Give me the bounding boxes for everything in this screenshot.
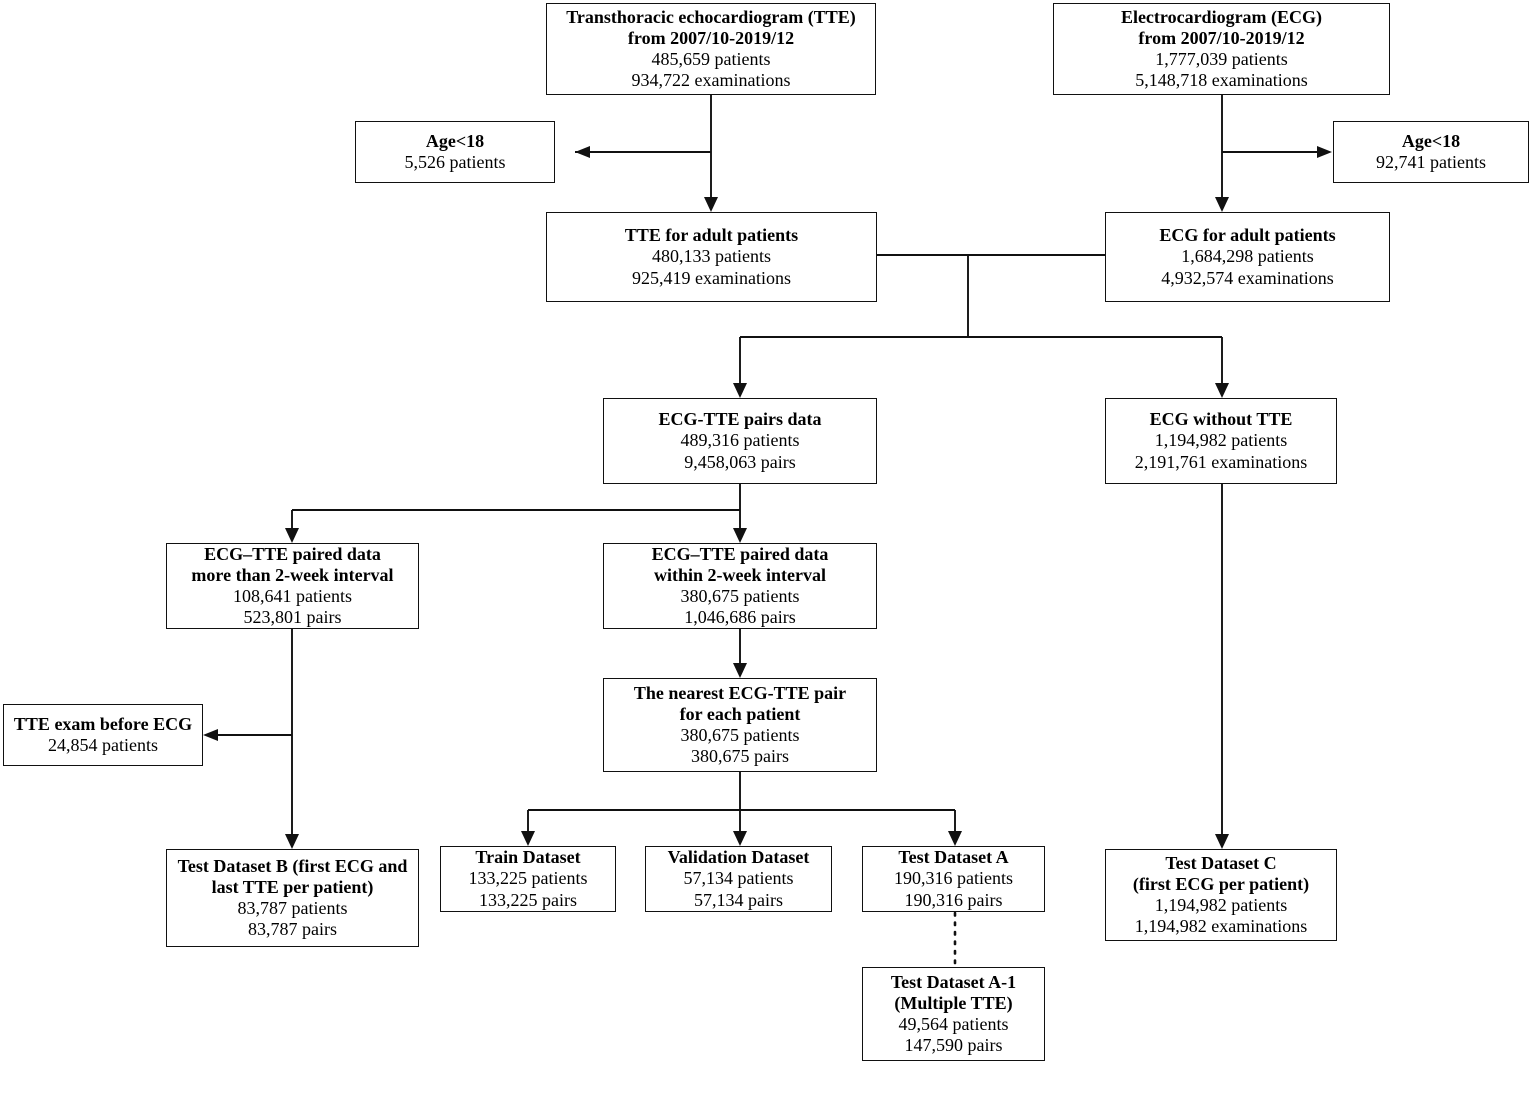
node-ecg-age-excluded[interactable]: Age<18 92,741 patients [1333,121,1529,183]
nearest-pair-title2: for each patient [679,703,801,724]
node-ecg-source[interactable]: Electrocardiogram (ECG) from 2007/10-201… [1053,3,1390,95]
arrowhead-paired-more-2w [285,528,299,543]
ecg-adult-line1: 1,684,298 patients [1181,246,1314,267]
tte-source-line2: 934,722 examinations [631,70,791,91]
arrowhead-pairs-data [733,383,747,398]
arrowhead-train [521,831,535,846]
test-a1-title1: Test Dataset A-1 [890,971,1017,992]
node-test-dataset-b[interactable]: Test Dataset B (first ECG and last TTE p… [166,849,419,947]
node-ecg-without-tte[interactable]: ECG without TTE 1,194,982 patients 2,191… [1105,398,1337,484]
node-tte-adult[interactable]: TTE for adult patients 480,133 patients … [546,212,877,302]
validation-title: Validation Dataset [667,847,810,868]
ecg-source-line1: 1,777,039 patients [1155,49,1288,69]
arrowhead-validation [733,831,747,846]
nearest-pair-line2: 380,675 pairs [691,746,789,767]
test-a1-line2: 147,590 pairs [904,1035,1003,1056]
node-test-dataset-a1[interactable]: Test Dataset A-1 (Multiple TTE) 49,564 p… [862,967,1045,1061]
tte-source-line1: 485,659 patients [651,49,771,69]
pairs-data-line1: 489,316 patients [680,430,800,451]
paired-within-2w-title2: within 2-week interval [654,564,826,585]
tte-adult-line2: 925,419 examinations [632,267,791,288]
node-paired-within-2w[interactable]: ECG–TTE paired data within 2-week interv… [603,543,877,629]
test-a1-line1: 49,564 patients [898,1014,1009,1034]
tte-adult-line1: 480,133 patients [652,246,771,267]
test-c-title1: Test Dataset C [1165,852,1277,873]
test-c-title2: (first ECG per patient) [1132,873,1310,894]
test-c-line2: 1,194,982 examinations [1134,916,1308,937]
arrowhead-ecg-age [1317,146,1332,158]
arrowhead-ecg-adult [1215,197,1229,212]
train-line2: 133,225 pairs [479,889,577,910]
arrowhead-test-c [1215,834,1229,849]
paired-more-2w-title1: ECG–TTE paired data [204,543,381,564]
node-nearest-pair[interactable]: The nearest ECG-TTE pair for each patien… [603,678,877,772]
arrowhead-nearest-pair [733,663,747,678]
train-line1: 133,225 patients [468,868,588,889]
node-tte-source[interactable]: Transthoracic echocardiogram (TTE) from … [546,3,876,95]
node-test-dataset-c[interactable]: Test Dataset C (first ECG per patient) 1… [1105,849,1337,941]
arrowhead-test-a [948,831,962,846]
node-tte-age-excluded[interactable]: Age<18 5,526 patients [355,121,555,183]
paired-more-2w-line2: 523,801 pairs [243,607,342,628]
arrowhead-paired-within-2w [733,528,747,543]
node-pairs-data[interactable]: ECG-TTE pairs data 489,316 patients 9,45… [603,398,877,484]
ecg-without-tte-line2: 2,191,761 examinations [1134,451,1308,472]
ecg-source-title2: from 2007/10-2019/12 [1138,27,1305,48]
paired-within-2w-title1: ECG–TTE paired data [651,543,829,564]
test-b-line2: 83,787 pairs [248,919,337,940]
pairs-data-line2: 9,458,063 pairs [684,451,796,472]
validation-line1: 57,134 patients [683,868,794,889]
paired-within-2w-line2: 1,046,686 pairs [684,607,796,628]
node-tte-before-ecg[interactable]: TTE exam before ECG 24,854 patients [3,704,203,766]
paired-more-2w-title2: more than 2-week interval [191,564,394,585]
ecg-adult-title: ECG for adult patients [1159,225,1336,246]
node-validation-dataset[interactable]: Validation Dataset 57,134 patients 57,13… [645,846,832,912]
tte-age-excluded-line1: 5,526 patients [404,152,506,172]
tte-before-ecg-title: TTE exam before ECG [13,713,193,734]
arrowhead-tte-age [575,146,590,158]
tte-source-title1: Transthoracic echocardiogram (TTE) [566,6,856,27]
test-a-title: Test Dataset A [898,847,1009,868]
tte-adult-title: TTE for adult patients [624,225,799,246]
train-title: Train Dataset [475,847,581,868]
test-a-line2: 190,316 pairs [904,889,1003,910]
pairs-data-title: ECG-TTE pairs data [658,409,822,430]
ecg-without-tte-line1: 1,194,982 patients [1154,430,1288,451]
ecg-age-excluded-line1: 92,741 patients [1376,152,1486,172]
arrowhead-tte-before-ecg [203,729,218,741]
node-paired-more-2w[interactable]: ECG–TTE paired data more than 2-week int… [166,543,419,629]
test-b-title1: Test Dataset B (first ECG and [177,855,408,876]
paired-within-2w-line1: 380,675 patients [680,586,800,606]
test-b-line1: 83,787 patients [237,898,348,918]
ecg-source-line2: 5,148,718 examinations [1135,70,1308,91]
ecg-age-excluded-title: Age<18 [1401,130,1461,151]
test-a1-title2: (Multiple TTE) [894,992,1013,1013]
node-test-dataset-a[interactable]: Test Dataset A 190,316 patients 190,316 … [862,846,1045,912]
ecg-adult-line2: 4,932,574 examinations [1161,267,1334,288]
paired-more-2w-line1: 108,641 patients [233,586,352,606]
tte-before-ecg-line1: 24,854 patients [48,735,158,755]
nearest-pair-title1: The nearest ECG-TTE pair [633,682,847,703]
tte-age-excluded-title: Age<18 [425,130,485,151]
test-b-title2: last TTE per patient) [211,876,374,897]
test-c-line1: 1,194,982 patients [1154,895,1288,915]
ecg-source-title1: Electrocardiogram (ECG) [1120,6,1323,27]
nearest-pair-line1: 380,675 patients [680,725,800,745]
arrowhead-tte-adult [704,197,718,212]
tte-source-title2: from 2007/10-2019/12 [627,27,795,48]
node-train-dataset[interactable]: Train Dataset 133,225 patients 133,225 p… [440,846,616,912]
test-a-line1: 190,316 patients [894,868,1013,889]
arrowhead-test-b [285,834,299,849]
ecg-without-tte-title: ECG without TTE [1149,409,1293,430]
arrowhead-ecg-without-tte [1215,383,1229,398]
node-ecg-adult[interactable]: ECG for adult patients 1,684,298 patient… [1105,212,1390,302]
validation-line2: 57,134 pairs [694,889,783,910]
